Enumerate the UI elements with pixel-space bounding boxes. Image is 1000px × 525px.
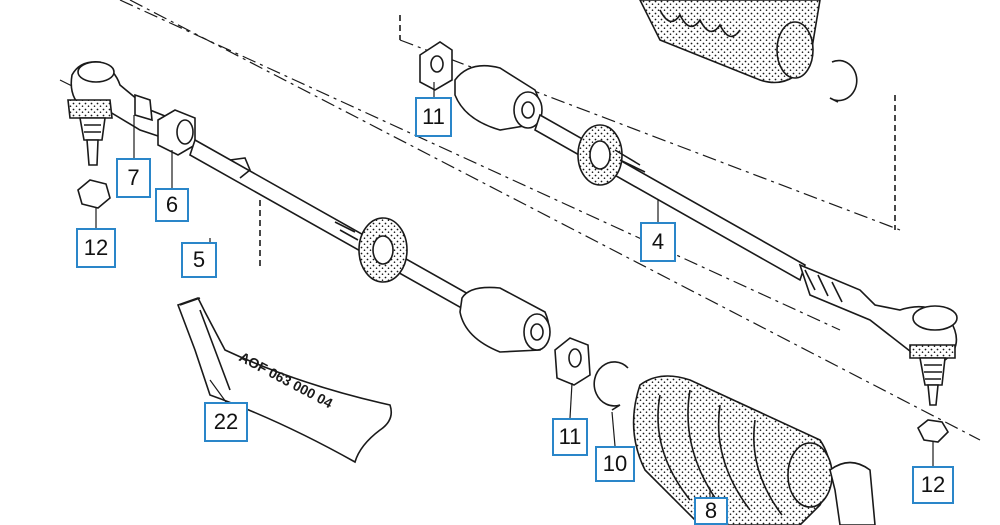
tie-rod-upper [534, 113, 958, 406]
tie-rod-lower [189, 138, 551, 353]
bellows-top [639, 0, 821, 84]
callout-label-8: 8 [694, 497, 728, 525]
inner-joint-top [419, 41, 543, 131]
callout-leaders [95, 82, 934, 497]
callout-label-11-bottom: 11 [552, 418, 588, 456]
callout-label-7: 7 [116, 158, 151, 198]
lock-nut-6 [157, 109, 196, 156]
clamp-bottom [829, 461, 876, 525]
tie-rod-end-left [67, 60, 176, 166]
bellows-bottom [632, 375, 833, 525]
nut-left [77, 179, 111, 209]
callout-label-22: 22 [204, 402, 248, 442]
assembly-axis-lines [59, 0, 981, 441]
callout-label-4: 4 [640, 222, 676, 262]
callout-label-10: 10 [595, 446, 635, 482]
callout-label-12-left: 12 [76, 228, 116, 268]
callout-label-11-top: 11 [415, 97, 452, 137]
callout-label-6: 6 [155, 188, 189, 222]
callout-label-12-right: 12 [912, 466, 954, 504]
circlip-top [829, 59, 858, 103]
circlip-bottom [593, 361, 629, 411]
nut-right [916, 419, 950, 443]
callout-label-5: 5 [181, 242, 217, 278]
inner-joint-bottom [554, 337, 591, 386]
